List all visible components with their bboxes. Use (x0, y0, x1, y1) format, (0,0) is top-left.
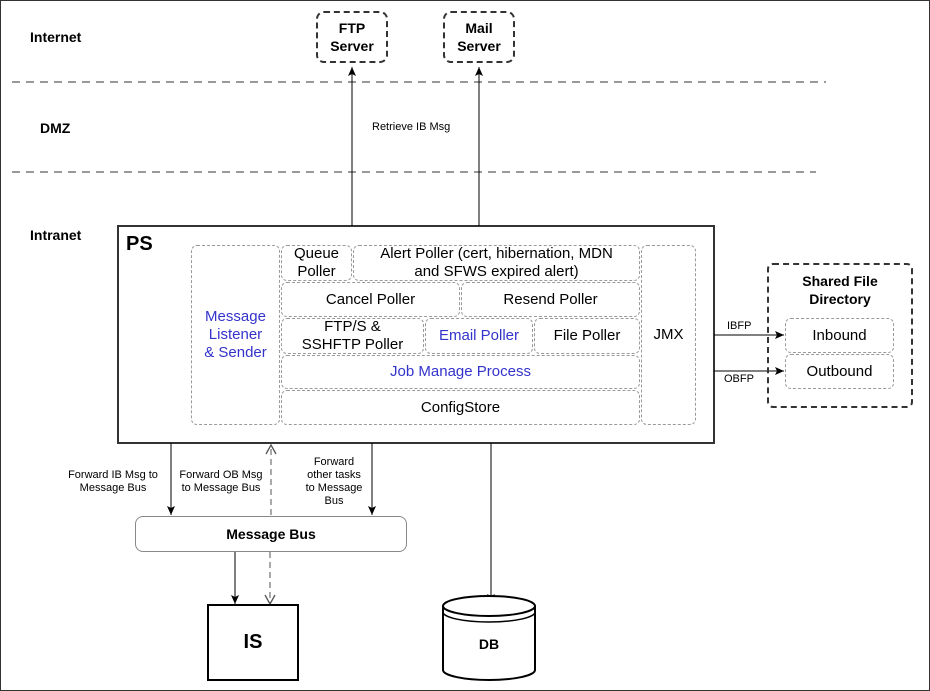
file-poller: File Poller (534, 318, 640, 354)
obfp-label: OBFP (724, 373, 754, 385)
zone-intranet-label: Intranet (30, 227, 82, 243)
resend-poller: Resend Poller (461, 282, 640, 317)
alert-poller: Alert Poller (cert, hibernation, MDN and… (353, 245, 640, 281)
forward-other-label: Forward other tasks to Message Bus (305, 456, 363, 507)
queue-poller: Queue Poller (281, 245, 352, 281)
ftp-sshftp-poller: FTP/S & SSHFTP Poller (281, 318, 424, 354)
forward-ob-label: Forward OB Msg to Message Bus (179, 469, 263, 494)
forward-ib-label: Forward IB Msg to Message Bus (68, 469, 158, 494)
cancel-poller: Cancel Poller (281, 282, 460, 317)
inbound-folder: Inbound (785, 318, 894, 353)
zone-dmz-label: DMZ (40, 120, 71, 136)
zone-internet-label: Internet (30, 29, 82, 45)
ftp-server: FTP Server (316, 11, 388, 63)
shared-file-directory: Shared File Directory (767, 263, 913, 408)
jmx: JMX (641, 245, 696, 425)
message-listener-sender: Message Listener & Sender (191, 245, 280, 425)
configstore: ConfigStore (281, 390, 640, 425)
retrieve-ib-label: Retrieve IB Msg (372, 121, 451, 133)
db-label: DB (478, 636, 500, 652)
ps-title: PS (126, 233, 153, 255)
job-manage-process: Job Manage Process (281, 355, 640, 389)
db-cylinder-top (442, 595, 536, 617)
message-bus: Message Bus (135, 516, 407, 552)
is-label: IS (243, 631, 263, 653)
email-poller: Email Poller (425, 318, 533, 354)
is-box (207, 604, 299, 681)
shared-file-directory-title: Shared File Directory (802, 273, 878, 307)
mail-server: Mail Server (443, 11, 515, 63)
ibfp-label: IBFP (727, 320, 752, 332)
db-cylinder-body (442, 606, 536, 681)
outbound-folder: Outbound (785, 354, 894, 389)
db-cylinder-band (442, 611, 536, 623)
